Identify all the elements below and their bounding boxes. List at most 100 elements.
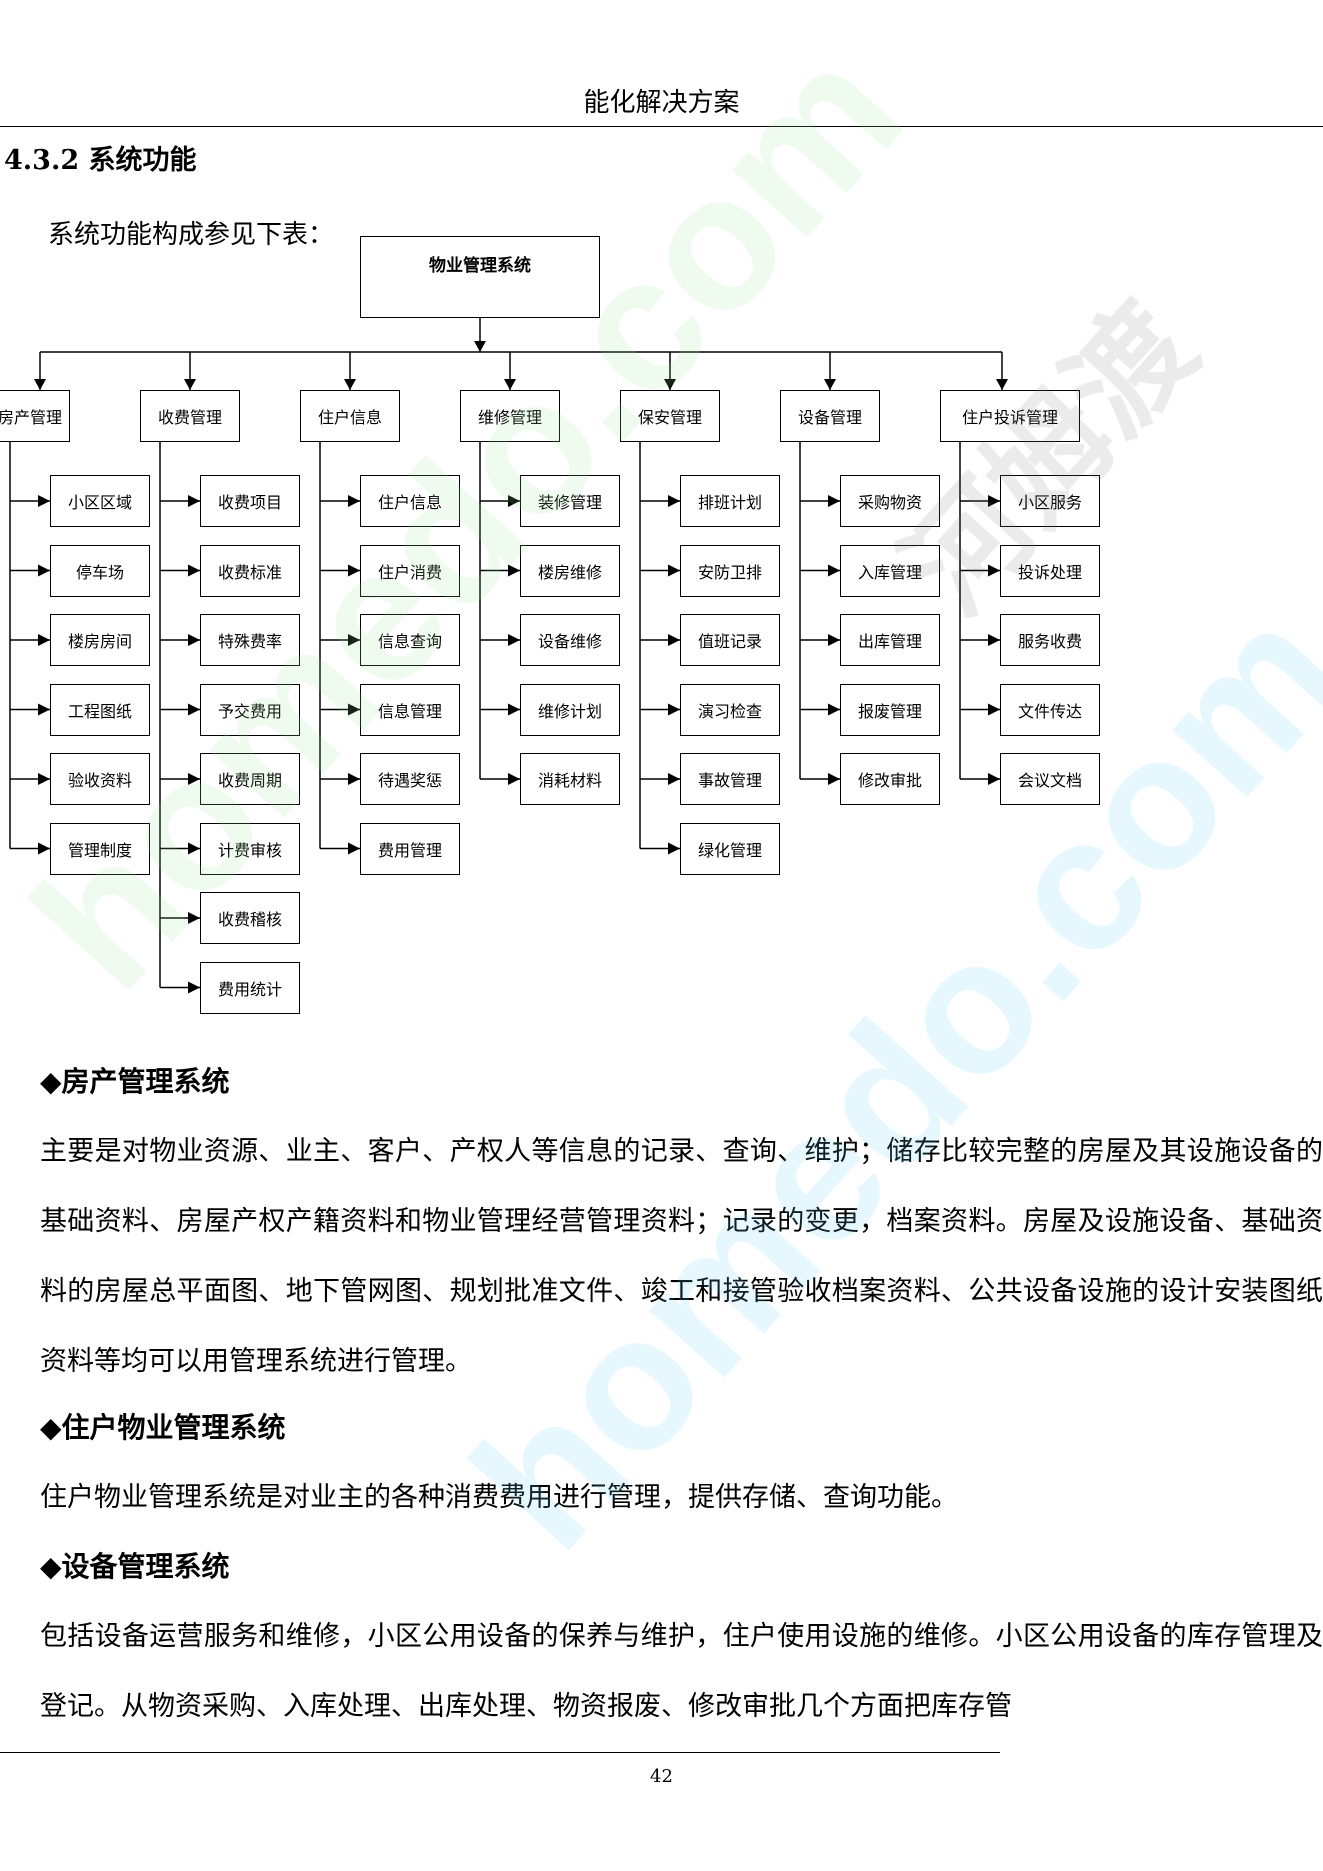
org-category-box: 设备管理	[780, 390, 880, 442]
org-item-box: 计费审核	[200, 822, 300, 875]
org-item-box: 收费项目	[200, 475, 300, 527]
org-item-box: 装修管理	[520, 475, 620, 527]
arrow-right-icon	[988, 634, 1000, 646]
org-item-box: 特殊费率	[200, 614, 300, 666]
intro-text: 系统功能构成参见下表：	[48, 220, 335, 250]
org-item-box: 信息管理	[360, 683, 460, 736]
arrow-right-icon	[508, 773, 520, 785]
arrow-right-icon	[188, 912, 200, 924]
footer-divider	[0, 1752, 1000, 1753]
org-root-box: 物业管理系统	[360, 236, 600, 318]
arrow-down-icon	[664, 379, 676, 390]
arrow-right-icon	[508, 495, 520, 507]
org-category-box: 房产管理	[0, 390, 70, 442]
arrow-right-icon	[188, 773, 200, 785]
arrow-right-icon	[38, 564, 50, 577]
org-item-box: 服务收费	[1000, 614, 1100, 666]
org-category-box: 住户信息	[300, 390, 400, 442]
arrow-right-icon	[988, 564, 1000, 577]
paragraph-resident: 住户物业管理系统是对业主的各种消费费用进行管理，提供存储、查询功能。	[40, 1482, 958, 1513]
arrow-down-icon	[344, 379, 356, 390]
arrow-down-icon	[34, 379, 46, 390]
arrow-right-icon	[38, 773, 50, 785]
org-item-box: 收费稽核	[200, 892, 300, 944]
org-item-box: 工程图纸	[50, 683, 150, 736]
org-item-box: 验收资料	[50, 753, 150, 805]
arrow-right-icon	[508, 703, 520, 716]
org-item-box: 安防卫排	[680, 544, 780, 597]
org-category-box: 保安管理	[620, 390, 720, 442]
arrow-right-icon	[668, 495, 680, 507]
org-item-box: 投诉处理	[1000, 544, 1100, 597]
arrow-down-icon	[504, 379, 516, 390]
org-category-box: 维修管理	[460, 390, 560, 442]
arrow-right-icon	[348, 495, 360, 507]
org-category-box: 住户投诉管理	[940, 390, 1080, 442]
page-number: 42	[650, 1766, 673, 1787]
arrow-right-icon	[668, 703, 680, 716]
subsection-title-resident: ◆住户物业管理系统	[40, 1411, 286, 1444]
org-item-box: 会议文档	[1000, 753, 1100, 805]
org-item-box: 值班记录	[680, 614, 780, 666]
arrow-right-icon	[508, 634, 520, 646]
org-item-box: 设备维修	[520, 614, 620, 666]
arrow-right-icon	[828, 773, 840, 785]
arrow-down-icon	[824, 379, 836, 390]
org-item-box: 文件传达	[1000, 683, 1100, 736]
arrow-right-icon	[348, 634, 360, 646]
org-item-box: 事故管理	[680, 753, 780, 805]
arrow-right-icon	[988, 495, 1000, 507]
org-item-box: 维修计划	[520, 683, 620, 736]
subsection-title-property: ◆房产管理系统	[40, 1065, 230, 1098]
org-item-box: 出库管理	[840, 614, 940, 666]
arrow-right-icon	[188, 495, 200, 507]
org-item-box: 待遇奖惩	[360, 753, 460, 805]
arrow-right-icon	[668, 634, 680, 646]
paragraph-equipment: 包括设备运营服务和维修，小区公用设备的保养与维护，住户使用设施的维修。小区公用设…	[40, 1621, 1323, 1722]
org-item-box: 楼房房间	[50, 614, 150, 666]
org-item-box: 小区区域	[50, 475, 150, 527]
org-item-box: 报废管理	[840, 683, 940, 736]
org-item-box: 收费标准	[200, 544, 300, 597]
arrow-right-icon	[188, 634, 200, 646]
paragraph-property: 主要是对物业资源、业主、客户、产权人等信息的记录、查询、维护；储存比较完整的房屋…	[40, 1136, 1323, 1377]
org-item-box: 修改审批	[840, 753, 940, 805]
arrow-right-icon	[188, 981, 200, 994]
header-divider	[0, 126, 1323, 127]
org-item-box: 采购物资	[840, 475, 940, 527]
arrow-right-icon	[828, 634, 840, 646]
arrow-right-icon	[188, 703, 200, 716]
arrow-right-icon	[188, 842, 200, 855]
arrow-right-icon	[508, 564, 520, 577]
org-category-box: 收费管理	[140, 390, 240, 442]
org-item-box: 信息查询	[360, 614, 460, 666]
org-item-box: 绿化管理	[680, 822, 780, 875]
arrow-right-icon	[38, 842, 50, 855]
arrow-right-icon	[828, 703, 840, 716]
arrow-right-icon	[348, 842, 360, 855]
arrow-down-icon	[474, 341, 486, 352]
org-item-box: 入库管理	[840, 544, 940, 597]
arrow-down-icon	[996, 379, 1008, 390]
org-item-box: 住户信息	[360, 475, 460, 527]
arrow-right-icon	[828, 495, 840, 507]
arrow-right-icon	[348, 564, 360, 577]
org-item-box: 费用管理	[360, 822, 460, 875]
arrow-right-icon	[348, 703, 360, 716]
org-item-box: 楼房维修	[520, 544, 620, 597]
arrow-right-icon	[828, 564, 840, 577]
arrow-right-icon	[38, 703, 50, 716]
org-item-box: 管理制度	[50, 822, 150, 875]
running-header: 能化解决方案	[583, 88, 740, 118]
org-item-box: 予交费用	[200, 683, 300, 736]
org-item-box: 费用统计	[200, 961, 300, 1014]
arrow-right-icon	[668, 564, 680, 577]
arrow-right-icon	[668, 842, 680, 855]
arrow-right-icon	[38, 634, 50, 646]
arrow-right-icon	[38, 495, 50, 507]
arrow-down-icon	[184, 379, 196, 390]
arrow-right-icon	[348, 773, 360, 785]
subsection-title-equipment: ◆设备管理系统	[40, 1550, 230, 1583]
org-item-box: 小区服务	[1000, 475, 1100, 527]
arrow-right-icon	[988, 703, 1000, 716]
